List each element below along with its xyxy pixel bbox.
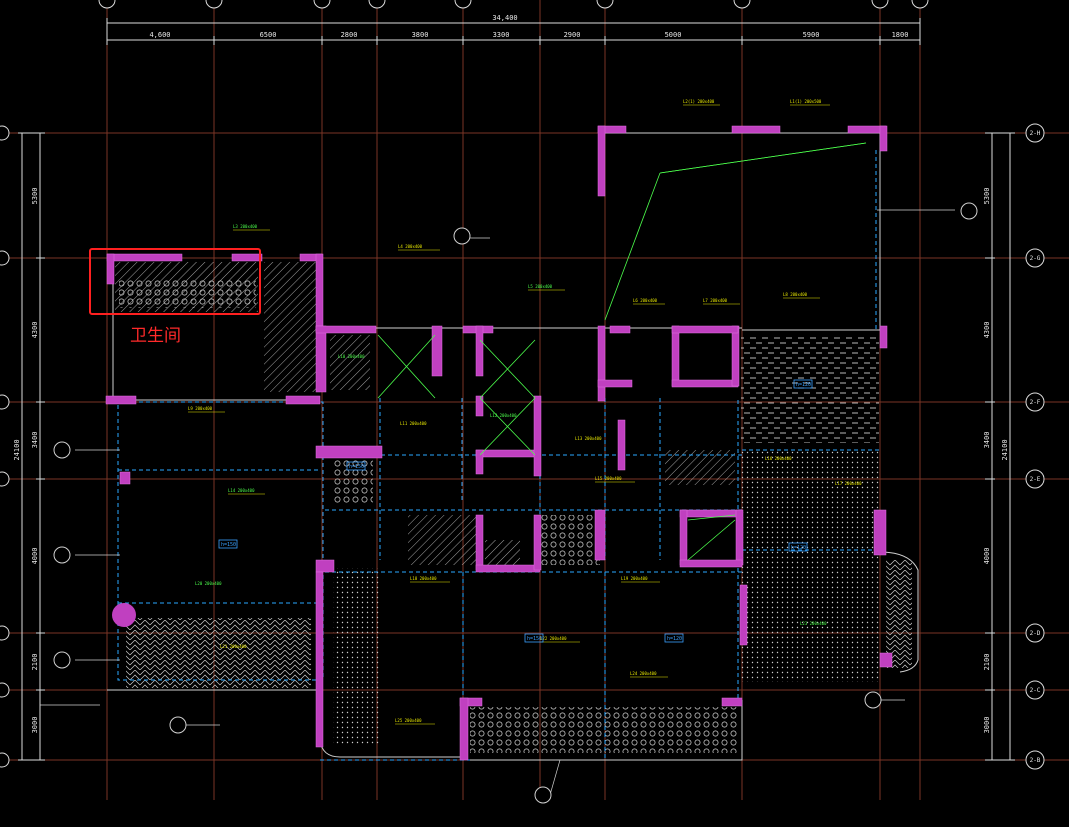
- beam-note: L18 200x400: [410, 576, 437, 581]
- beam-note: L20 200x400: [195, 581, 222, 586]
- row-axis-label: 2-B: [1030, 757, 1041, 764]
- dim-label: 4000: [31, 548, 39, 565]
- dim-label: 5300: [983, 188, 991, 205]
- beam-note: L11 200x400: [400, 421, 427, 426]
- beam-note: L19 200x400: [621, 576, 648, 581]
- beam-note: L5 200x400: [528, 284, 553, 289]
- dim-label: 2100: [983, 654, 991, 671]
- beam-note: L4 200x400: [398, 244, 423, 249]
- dim-label: 5900: [803, 31, 820, 39]
- dim-label: 2900: [564, 31, 581, 39]
- beam-note: L17 200x400: [835, 481, 862, 486]
- beam-note: L13 200x400: [575, 436, 602, 441]
- floor-finishes: [115, 262, 912, 753]
- beam-note: L21 200x400: [220, 644, 247, 649]
- column-axis-bubbles: [98, 0, 929, 9]
- left-dimension-chain: [18, 132, 45, 761]
- top-dimension-labels: 4,600 6500 2800 3800 3300 2900 5000 5900…: [149, 31, 908, 39]
- walls: [105, 125, 893, 761]
- highlight-box: [89, 248, 261, 315]
- beam-note: L8 200x400: [783, 292, 808, 297]
- dim-label: 5300: [31, 188, 39, 205]
- dim-label: 3800: [412, 31, 429, 39]
- beam-notes: L1(1) 200x500 L2(1) 200x400 L3 200x400 L…: [188, 99, 862, 723]
- room-annotation: 卫生间: [130, 326, 181, 346]
- right-row-bubbles: 2-H 2-G 2-F 2-E 2-D 2-C 2-B: [1025, 123, 1045, 770]
- row-axis-label: 2-D: [1030, 630, 1041, 637]
- slab-tag: h=120: [791, 545, 806, 551]
- leader-lines: [40, 209, 955, 796]
- dim-label: 4,600: [149, 31, 170, 39]
- row-axis-label: 2-C: [1030, 687, 1041, 694]
- dim-label: 2800: [341, 31, 358, 39]
- row-axis-label: 2-F: [1030, 399, 1041, 406]
- dim-label: 3000: [31, 717, 39, 734]
- beam-note: L25 200x400: [395, 718, 422, 723]
- beam-note: L15 200x400: [595, 476, 622, 481]
- beam-note: L7 200x400: [703, 298, 728, 303]
- beam-note: L2(1) 200x400: [683, 99, 715, 104]
- right-dimension-labels: 5300 4300 3400 4000 2100 3000 24100: [983, 188, 1009, 734]
- dim-label: 4300: [983, 322, 991, 339]
- right-dimension-chain: [985, 132, 1015, 761]
- slab-tag: h=120: [796, 382, 811, 388]
- beam-note: L14 200x400: [228, 488, 255, 493]
- section-marks: [53, 202, 978, 804]
- note-underlines: [188, 104, 830, 725]
- slab-tag: h=150: [221, 542, 236, 548]
- top-dimension-chain: [106, 18, 921, 45]
- dim-label: 3000: [983, 717, 991, 734]
- beam-note: L22 200x400: [540, 636, 567, 641]
- beam-note: L23 200x400: [800, 621, 827, 626]
- beam-note: L10 200x400: [338, 354, 365, 359]
- beam-note: L16 200x400: [765, 456, 792, 461]
- opening-diagonals: [377, 142, 867, 561]
- dim-total: 24100: [13, 439, 21, 460]
- beam-note: L6 200x400: [633, 298, 658, 303]
- beam-note: L24 200x400: [630, 671, 657, 676]
- dim-label: 3400: [983, 432, 991, 449]
- left-dimension-labels: 5300 4300 3400 4000 2100 3000 24100: [13, 188, 39, 734]
- column-round: [112, 603, 136, 627]
- dim-label: 5000: [665, 31, 682, 39]
- left-row-bubbles: [0, 125, 10, 768]
- slab-tag: h=120: [667, 636, 682, 642]
- dim-total: 24100: [1001, 439, 1009, 460]
- dim-label: 1800: [892, 31, 909, 39]
- overall-dimension: 34,400: [492, 14, 517, 22]
- dim-label: 4000: [983, 548, 991, 565]
- dim-label: 6500: [260, 31, 277, 39]
- slab-tags: h=150 h=150 h=120 h=120 h=120 h=150: [218, 379, 813, 643]
- dim-label: 4300: [31, 322, 39, 339]
- slab-tag: h=150: [527, 636, 542, 642]
- dim-label: 3300: [493, 31, 510, 39]
- dim-label: 2100: [31, 654, 39, 671]
- dim-label: 3400: [31, 432, 39, 449]
- beam-note: L1(1) 200x500: [790, 99, 822, 104]
- beam-note: L9 200x400: [188, 406, 213, 411]
- slab-tag: h=150: [349, 464, 364, 470]
- beam-note: L3 200x400: [233, 224, 258, 229]
- beam-note: L12 200x400: [490, 413, 517, 418]
- row-axis-label: 2-H: [1030, 130, 1041, 137]
- row-axis-label: 2-G: [1030, 255, 1041, 262]
- row-axis-label: 2-E: [1030, 476, 1041, 483]
